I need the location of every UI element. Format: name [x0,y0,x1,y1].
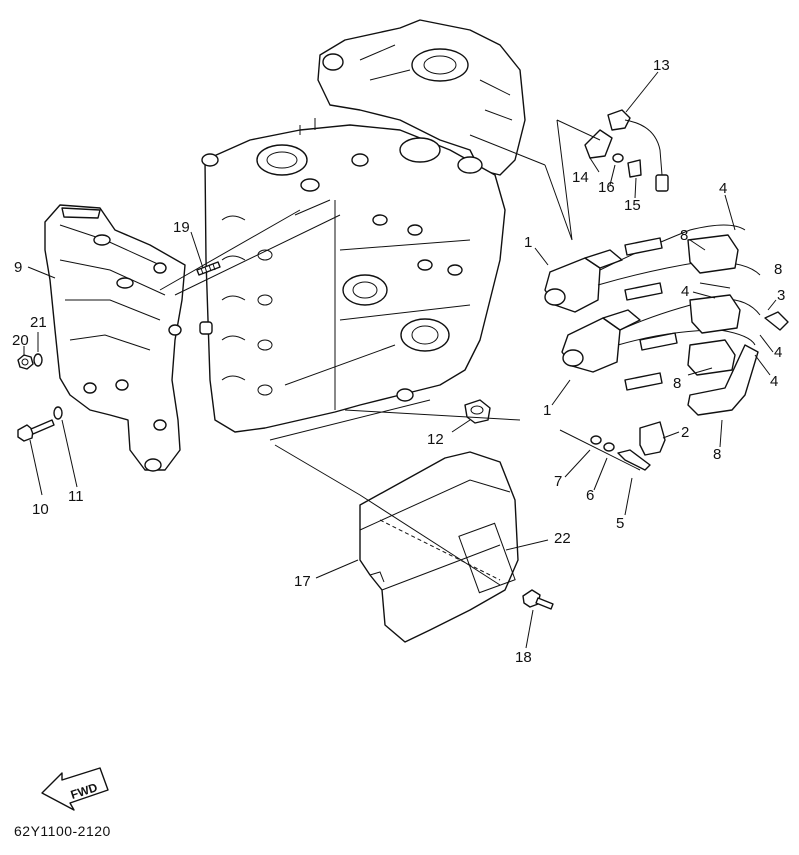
callout-22: 22 [554,530,571,547]
callout-4-right-upper: 4 [774,344,782,361]
callout-1-lower: 1 [543,402,551,419]
callout-4-mid: 4 [681,283,689,300]
callout-18: 18 [515,649,532,666]
sensor-wire-assembly [607,109,669,192]
engine-block [199,19,526,433]
callout-11: 11 [68,488,84,505]
callout-5: 5 [616,515,624,532]
callout-labels: 1 1 2 3 4 4 4 4 5 6 7 8 8 8 8 9 10 11 12… [12,57,785,666]
washer-3 [612,153,624,163]
callout-2: 2 [681,424,689,441]
spark-plugs [624,237,678,391]
callout-16: 16 [598,179,615,196]
mounting-bracket [44,204,186,472]
clamp [639,421,666,456]
bolt-3 [617,449,651,471]
leader-lines [23,71,777,649]
ignition-cover [359,451,519,643]
sensor [464,399,491,424]
callout-14: 14 [572,169,589,186]
assembly-lines [159,119,641,586]
callout-8-right: 8 [774,261,782,278]
callout-20: 20 [12,332,29,349]
spark-plug-caps [687,234,759,416]
callout-21: 21 [30,314,47,331]
callout-12: 12 [427,431,444,448]
callout-9: 9 [14,259,22,276]
callout-19: 19 [173,219,190,236]
washer-4 [590,435,615,452]
callout-4-top: 4 [719,180,727,197]
callout-8-top: 8 [680,227,688,244]
callout-8-bottom: 8 [713,446,721,463]
small-clip [764,311,789,331]
callout-1-upper: 1 [524,234,532,251]
callout-17: 17 [294,573,311,590]
washer [33,353,43,367]
callout-3: 3 [777,287,785,304]
callout-7: 7 [554,473,562,490]
nut [17,354,34,370]
washer-2 [53,406,63,420]
callout-6: 6 [586,487,594,504]
callout-15: 15 [624,197,641,214]
screw [522,589,554,610]
ignition-coil-lower [561,298,761,373]
stud-bolt [196,261,221,276]
bolt [17,419,55,442]
callout-10: 10 [32,501,49,518]
ignition-coil-upper [544,224,761,313]
forward-arrow-icon: FWD [41,767,109,811]
callout-4-right-lower: 4 [770,373,778,390]
bolt-2 [627,159,642,178]
drawing-number: 62Y1100-2120 [14,823,111,839]
callout-13: 13 [653,57,670,74]
sensor-bracket [584,129,613,159]
callout-8-mid: 8 [673,375,681,392]
